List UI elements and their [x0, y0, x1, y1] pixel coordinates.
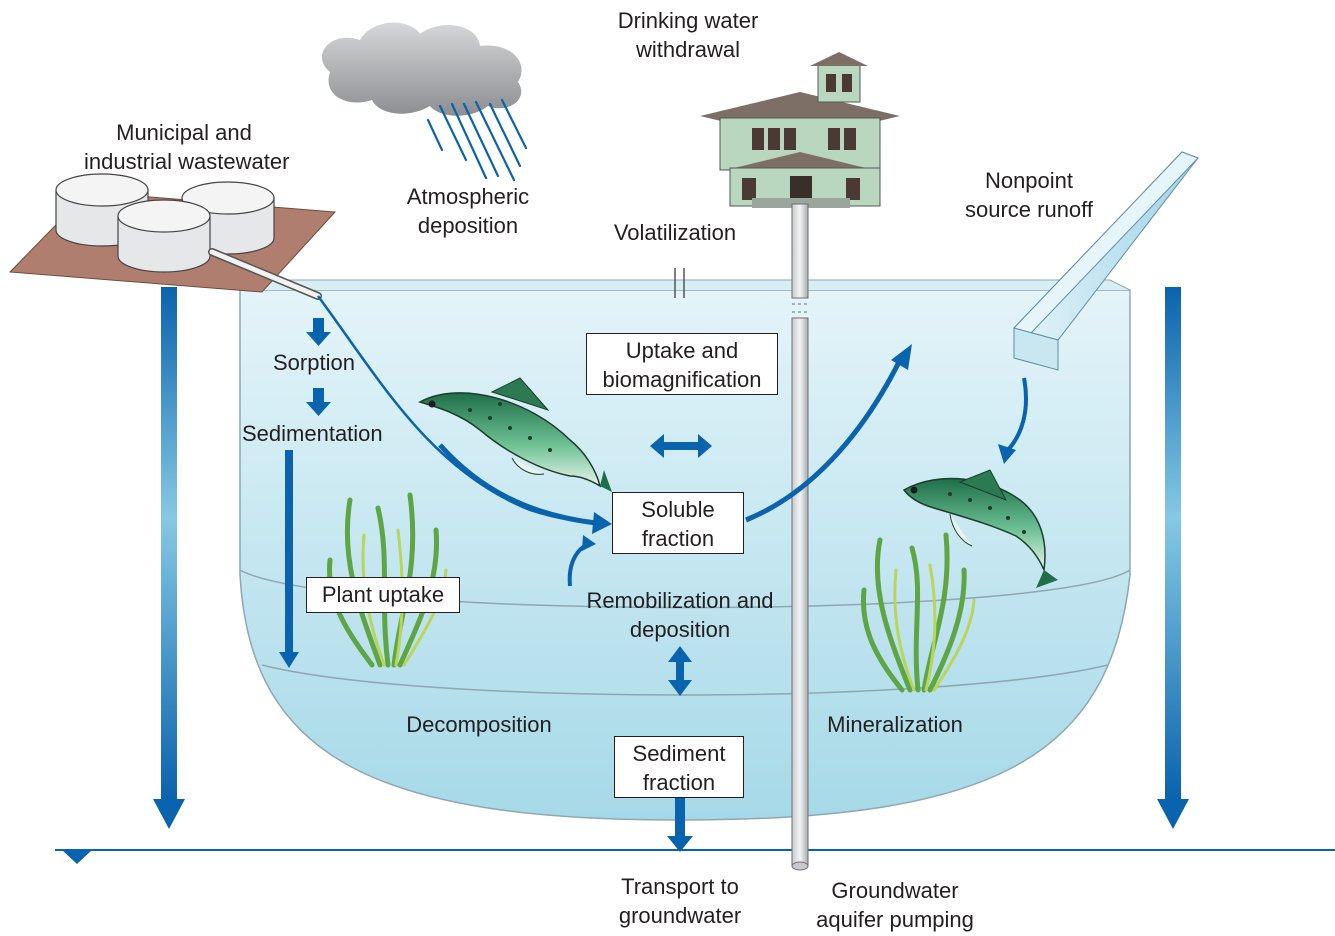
transport-line-1: Transport to — [621, 874, 739, 899]
pipe-to-soluble-arrow — [316, 295, 612, 534]
nonpoint-line-1: Nonpoint — [984, 168, 1074, 193]
uptake-biomagnification-box: Uptake and biomagnification — [586, 333, 778, 395]
nonpoint-line-2: source runoff — [964, 197, 1093, 222]
flow-arrows — [279, 318, 712, 852]
atmospheric-line-1: Atmospheric — [406, 184, 530, 209]
house-icon — [700, 52, 900, 208]
sediment-fraction-box: Sediment fraction — [614, 736, 744, 798]
decomposition-label: Decomposition — [406, 712, 552, 737]
runoff-pipe-icon — [1013, 151, 1199, 371]
drinking-line-2: withdrawal — [636, 37, 740, 62]
water-table-marker-icon — [62, 850, 92, 864]
atmospheric-line-2: deposition — [417, 213, 519, 238]
transport-groundwater-label: Transport to groundwater — [590, 872, 770, 930]
groundwater-line-1: Groundwater — [831, 878, 959, 903]
wastewater-tanks-icon — [8, 173, 337, 300]
sedimentation-label: Sedimentation — [242, 421, 383, 446]
municipal-wastewater-label: Municipal and industrial wastewater — [84, 118, 290, 176]
groundwater-pumping-label: Groundwater aquifer pumping — [800, 876, 990, 934]
uptake-line-2: biomagnification — [602, 367, 762, 392]
nonpoint-runoff-label: Nonpoint source runoff — [944, 166, 1114, 224]
pumping-pipe — [791, 203, 809, 871]
remobilization-label: Remobilization and deposition — [570, 586, 790, 644]
municipal-line-2: industrial wastewater — [84, 149, 290, 174]
plant-uptake-box: Plant uptake — [306, 577, 460, 613]
transport-line-2: groundwater — [618, 903, 742, 928]
runoff-to-pond-arrow — [998, 377, 1028, 464]
soluble-line-1: Soluble — [641, 497, 715, 522]
atmospheric-deposition-label: Atmospheric deposition — [378, 182, 558, 240]
water-table — [55, 849, 1335, 864]
left-infiltration-arrow — [153, 287, 185, 829]
fish-icon — [902, 469, 1058, 588]
mineralization-label: Mineralization — [827, 712, 963, 737]
volatilization-curve-arrow — [745, 344, 912, 523]
soluble-fraction-box: Soluble fraction — [612, 492, 744, 554]
soluble-line-2: fraction — [641, 526, 715, 551]
right-infiltration-arrow — [1157, 287, 1189, 829]
remob-line-1: Remobilization and — [586, 588, 774, 613]
drinking-water-label: Drinking water withdrawal — [600, 6, 776, 64]
cloud-rain-icon — [321, 22, 528, 182]
drinking-line-1: Drinking water — [617, 8, 759, 33]
remobilization-curve-arrow — [567, 535, 596, 587]
fish-icon — [418, 377, 612, 492]
sediment-line-1: Sediment — [632, 741, 726, 766]
aquatic-plant-icon — [860, 532, 976, 693]
remob-line-2: deposition — [629, 617, 731, 642]
uptake-line-1: Uptake and — [625, 338, 739, 363]
groundwater-line-2: aquifer pumping — [816, 907, 974, 932]
volatilization-label: Volatilization — [613, 220, 737, 245]
sorption-label: Sorption — [273, 350, 355, 375]
municipal-line-1: Municipal and — [116, 120, 252, 145]
sediment-line-2: fraction — [642, 770, 716, 795]
